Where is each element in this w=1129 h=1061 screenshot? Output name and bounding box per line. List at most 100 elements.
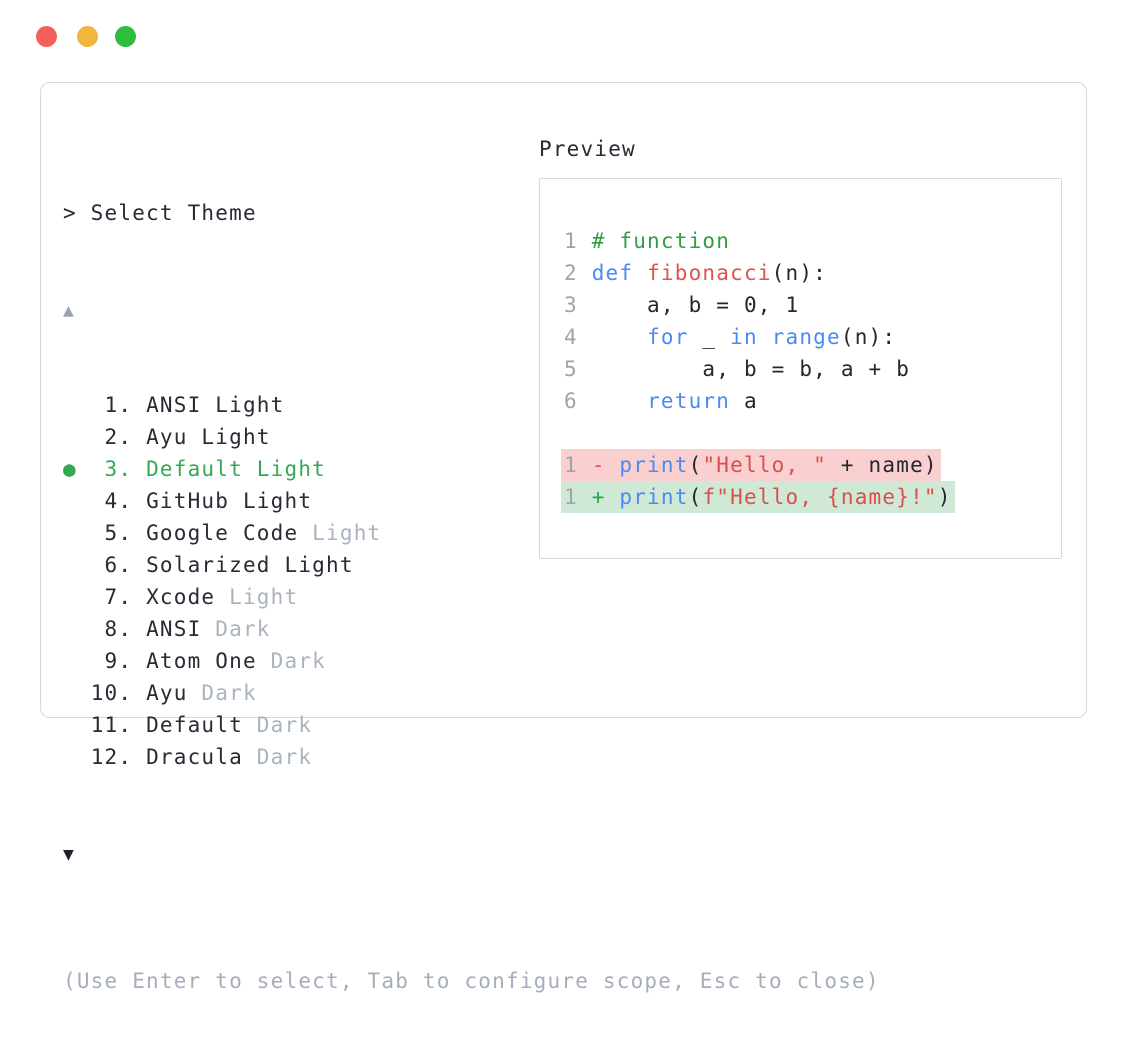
code-token: + [591, 484, 620, 509]
code-token: in [730, 324, 758, 349]
code-token: def [591, 260, 634, 285]
code-line: 5 a, b = b, a + b [540, 353, 1061, 385]
item-marker-gutter [63, 425, 91, 449]
theme-item-number: 1. [90, 393, 147, 417]
theme-list-item[interactable]: 9. Atom One Dark [63, 645, 880, 677]
code-line: 3 a, b = 0, 1 [540, 289, 1061, 321]
theme-item-name: Default Light [146, 457, 327, 481]
theme-list-item[interactable]: ● 3. Default Light [63, 453, 880, 485]
line-number: 2 [564, 260, 592, 285]
select-theme-prompt: > Select Theme [63, 201, 257, 225]
theme-item-variant: Light [215, 585, 299, 609]
zoom-button[interactable] [115, 26, 136, 47]
theme-item-name: Dracula [146, 745, 243, 769]
code-token: fibonacci [647, 260, 772, 285]
code-line-content: 1 - print("Hello, " + name) [561, 448, 941, 481]
item-marker-gutter [63, 553, 91, 577]
theme-item-name: Solarized Light [146, 553, 354, 577]
code-token: "Hello, " [702, 452, 828, 477]
code-token [592, 325, 647, 349]
code-token: return [647, 388, 731, 413]
theme-item-number: 9. [90, 649, 147, 673]
line-number: 1 [564, 452, 592, 477]
line-number: 1 [564, 228, 592, 253]
theme-item-number: 3. [90, 457, 147, 481]
keyboard-hint: (Use Enter to select, Tab to configure s… [63, 969, 880, 993]
theme-item-name: Ayu [146, 681, 188, 705]
theme-item-name: Xcode [146, 585, 216, 609]
code-token: for [647, 324, 689, 349]
theme-item-number: 7. [90, 585, 147, 609]
item-marker-gutter [63, 681, 91, 705]
theme-item-name: Default [146, 713, 243, 737]
code-blank-line [540, 417, 1061, 449]
code-token [758, 325, 772, 349]
theme-item-name: GitHub Light [146, 489, 313, 513]
theme-item-variant: Light [298, 521, 382, 545]
item-marker-gutter [63, 617, 91, 641]
theme-item-name: ANSI Light [146, 393, 285, 417]
code-line-content: 5 a, b = b, a + b [564, 353, 910, 385]
code-token: range [771, 324, 841, 349]
theme-list-item[interactable]: 8. ANSI Dark [63, 613, 880, 645]
theme-item-number: 11. [90, 713, 147, 737]
triangle-down-icon: ▼ [63, 844, 76, 865]
item-marker-gutter [63, 585, 91, 609]
theme-list-item[interactable]: 2. Ayu Light [63, 421, 880, 453]
code-token: ( [688, 484, 703, 509]
theme-list-item[interactable]: 7. Xcode Light [63, 581, 880, 613]
code-token: + name) [827, 452, 938, 477]
code-token: a [730, 388, 758, 413]
item-marker-gutter [63, 745, 91, 769]
theme-item-name: Ayu Light [146, 425, 271, 449]
theme-list-item[interactable]: 1. ANSI Light [63, 389, 880, 421]
line-number: 1 [564, 484, 592, 509]
theme-item-name: Atom One [146, 649, 257, 673]
code-token: ) [937, 484, 952, 509]
theme-item-variant: Dark [256, 649, 327, 673]
theme-list-item[interactable]: 5. Google Code Light [63, 517, 880, 549]
theme-selector-panel: > Select Theme ▲ 1. ANSI Light 2. Ayu Li… [40, 82, 1087, 993]
code-line-content: 2 def fibonacci(n): [564, 257, 827, 289]
code-token: print [619, 484, 689, 509]
theme-item-number: 5. [90, 521, 147, 545]
line-number: 5 [564, 356, 592, 381]
theme-item-number: 2. [90, 425, 147, 449]
code-line: 1 # function [540, 225, 1061, 257]
line-number: 3 [564, 292, 592, 317]
scroll-up-indicator[interactable]: ▲ [63, 293, 880, 325]
close-button[interactable] [36, 26, 57, 47]
code-token [592, 389, 647, 413]
code-line-content: 3 a, b = 0, 1 [564, 289, 799, 321]
theme-list-item[interactable]: 12. Dracula Dark [63, 741, 880, 773]
theme-item-number: 8. [90, 617, 147, 641]
code-token: - [591, 452, 620, 477]
minimize-button[interactable] [77, 26, 98, 47]
item-marker-gutter [63, 489, 91, 513]
theme-list-item[interactable]: 11. Default Dark [63, 709, 880, 741]
preview-title: Preview [539, 137, 636, 161]
theme-item-number: 10. [90, 681, 147, 705]
selected-dot-icon: ● [63, 457, 91, 481]
code-line: 2 def fibonacci(n): [540, 257, 1061, 289]
theme-item-name: ANSI [146, 617, 202, 641]
code-token: # function [591, 228, 731, 253]
theme-item-variant: Dark [242, 745, 313, 769]
triangle-up-icon: ▲ [63, 300, 76, 321]
code-line: 4 for _ in range(n): [540, 321, 1061, 353]
code-token: _ [688, 324, 731, 349]
theme-item-variant: Dark [187, 681, 257, 705]
code-token [633, 261, 647, 285]
theme-list-item[interactable]: 10. Ayu Dark [63, 677, 880, 709]
theme-item-name: Google Code [146, 521, 299, 545]
code-token: (n): [771, 260, 828, 285]
theme-list-item[interactable]: 4. GitHub Light [63, 485, 880, 517]
code-token: f"Hello, {name}!" [702, 484, 938, 509]
line-number: 4 [564, 324, 592, 349]
code-line-content: 4 for _ in range(n): [564, 321, 896, 353]
scroll-down-indicator[interactable]: ▼ [63, 837, 880, 869]
code-token: (n): [840, 324, 897, 349]
theme-list-item[interactable]: 6. Solarized Light [63, 549, 880, 581]
